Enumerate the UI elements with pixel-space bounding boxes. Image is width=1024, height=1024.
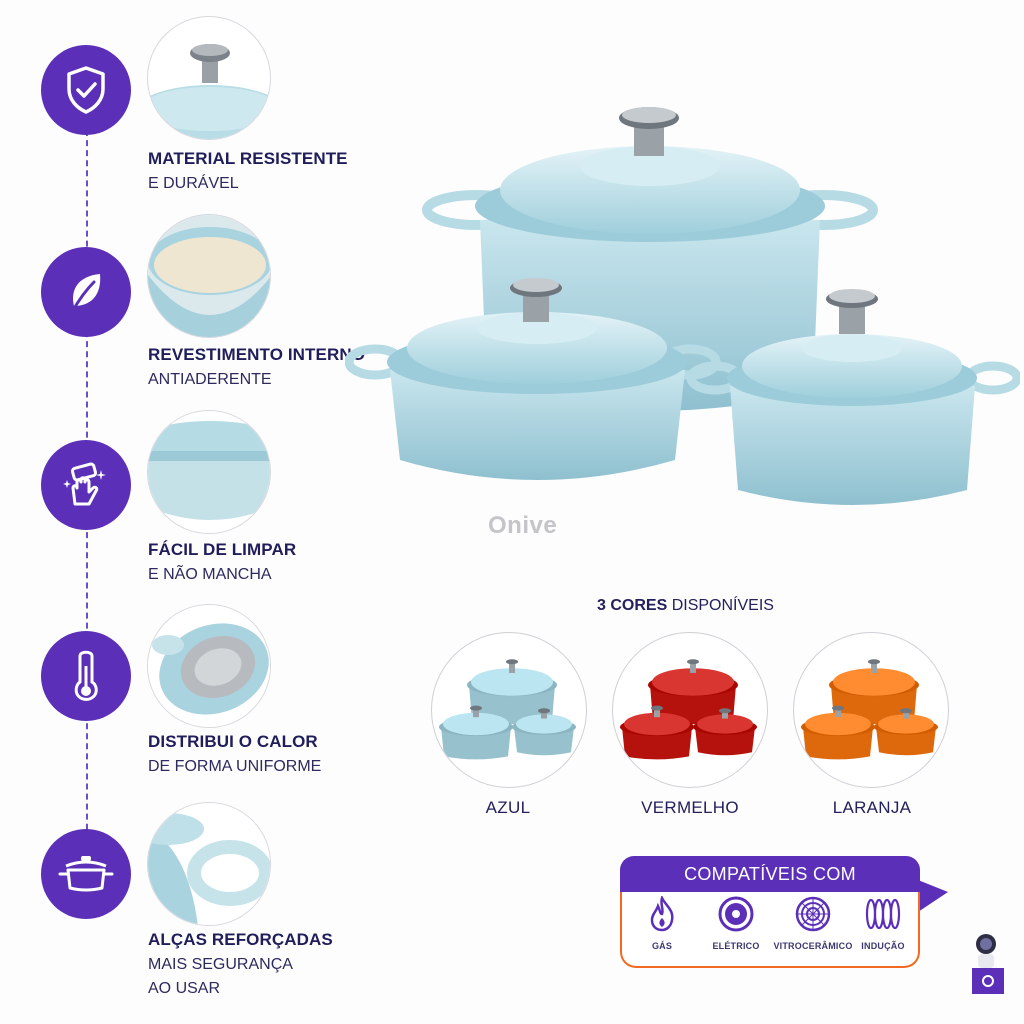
- color-label: AZUL: [485, 798, 531, 817]
- compat-label: VITROCERÂMICO: [773, 941, 853, 951]
- feature-icon-badge: [41, 440, 131, 530]
- feature-title: DISTRIBUI O CALOR: [148, 732, 318, 751]
- compat-label: INDUÇÃO: [861, 941, 905, 951]
- feature-title: FÁCIL DE LIMPAR: [148, 540, 297, 559]
- compat-label: ELÉTRICO: [712, 941, 760, 951]
- hand-sponge-icon: [63, 462, 106, 506]
- brand-logo: Onive: [488, 512, 558, 539]
- feature-thumbnail-pot-body: [147, 410, 271, 534]
- astronaut-mascot-icon: [972, 934, 1004, 994]
- color-label: VERMELHO: [641, 798, 739, 817]
- colors-heading: 3 CORES DISPONÍVEIS: [597, 597, 774, 615]
- flame-icon: [650, 894, 674, 932]
- feature-subtitle: E NÃO MANCHA: [148, 566, 272, 583]
- thermometer-icon: [74, 650, 98, 701]
- feature-thumbnail-base: [147, 604, 271, 728]
- compat-label: GÁS: [651, 941, 673, 951]
- colors-heading-text: DISPONÍVEIS: [667, 597, 774, 614]
- color-option-blue[interactable]: [431, 632, 587, 788]
- feature-subtitle: AO USAR: [148, 980, 221, 997]
- feature-icon-badge: [41, 247, 131, 337]
- feature-thumbnail-lid: [147, 16, 271, 140]
- feature-icon-badge: [41, 829, 131, 919]
- feature-subtitle: DE FORMA UNIFORME: [148, 758, 322, 775]
- feature-thumbnail-handle: [147, 802, 271, 926]
- compat-item-gas: GÁS: [622, 894, 702, 951]
- induction-coil-icon: [865, 898, 901, 930]
- feature-title: REVESTIMENTO INTERNO: [148, 345, 366, 364]
- feature-title: MATERIAL RESISTENTE: [148, 149, 348, 168]
- color-option-orange[interactable]: [793, 632, 949, 788]
- compat-item-induction: INDUÇÃO: [843, 896, 923, 951]
- cookware-set-hero-image: [345, 107, 1020, 505]
- compat-title: COMPATÍVEIS COM: [620, 856, 920, 892]
- feature-icon-badge: [41, 45, 131, 135]
- colors-heading-count: 3 CORES: [597, 597, 668, 614]
- color-label: LARANJA: [832, 798, 912, 817]
- ceramic-hob-icon: [795, 896, 831, 932]
- feature-subtitle: E DURÁVEL: [148, 175, 239, 192]
- feature-subtitle: MAIS SEGURANÇA: [148, 956, 293, 973]
- feature-icon-badge: [41, 631, 131, 721]
- pot-icon: [58, 856, 114, 892]
- feature-subtitle: ANTIADERENTE: [148, 371, 272, 388]
- electric-plate-icon: [718, 896, 754, 932]
- compat-item-electric: ELÉTRICO: [696, 896, 776, 951]
- feature-title: ALÇAS REFORÇADAS: [148, 930, 333, 949]
- compat-banner-tail: [918, 880, 948, 912]
- color-option-red[interactable]: [612, 632, 768, 788]
- leaf-icon: [70, 274, 101, 314]
- compat-item-ceramic: VITROCERÂMICO: [773, 896, 853, 951]
- feature-thumbnail-coating: [147, 214, 271, 338]
- shield-check-icon: [67, 66, 105, 114]
